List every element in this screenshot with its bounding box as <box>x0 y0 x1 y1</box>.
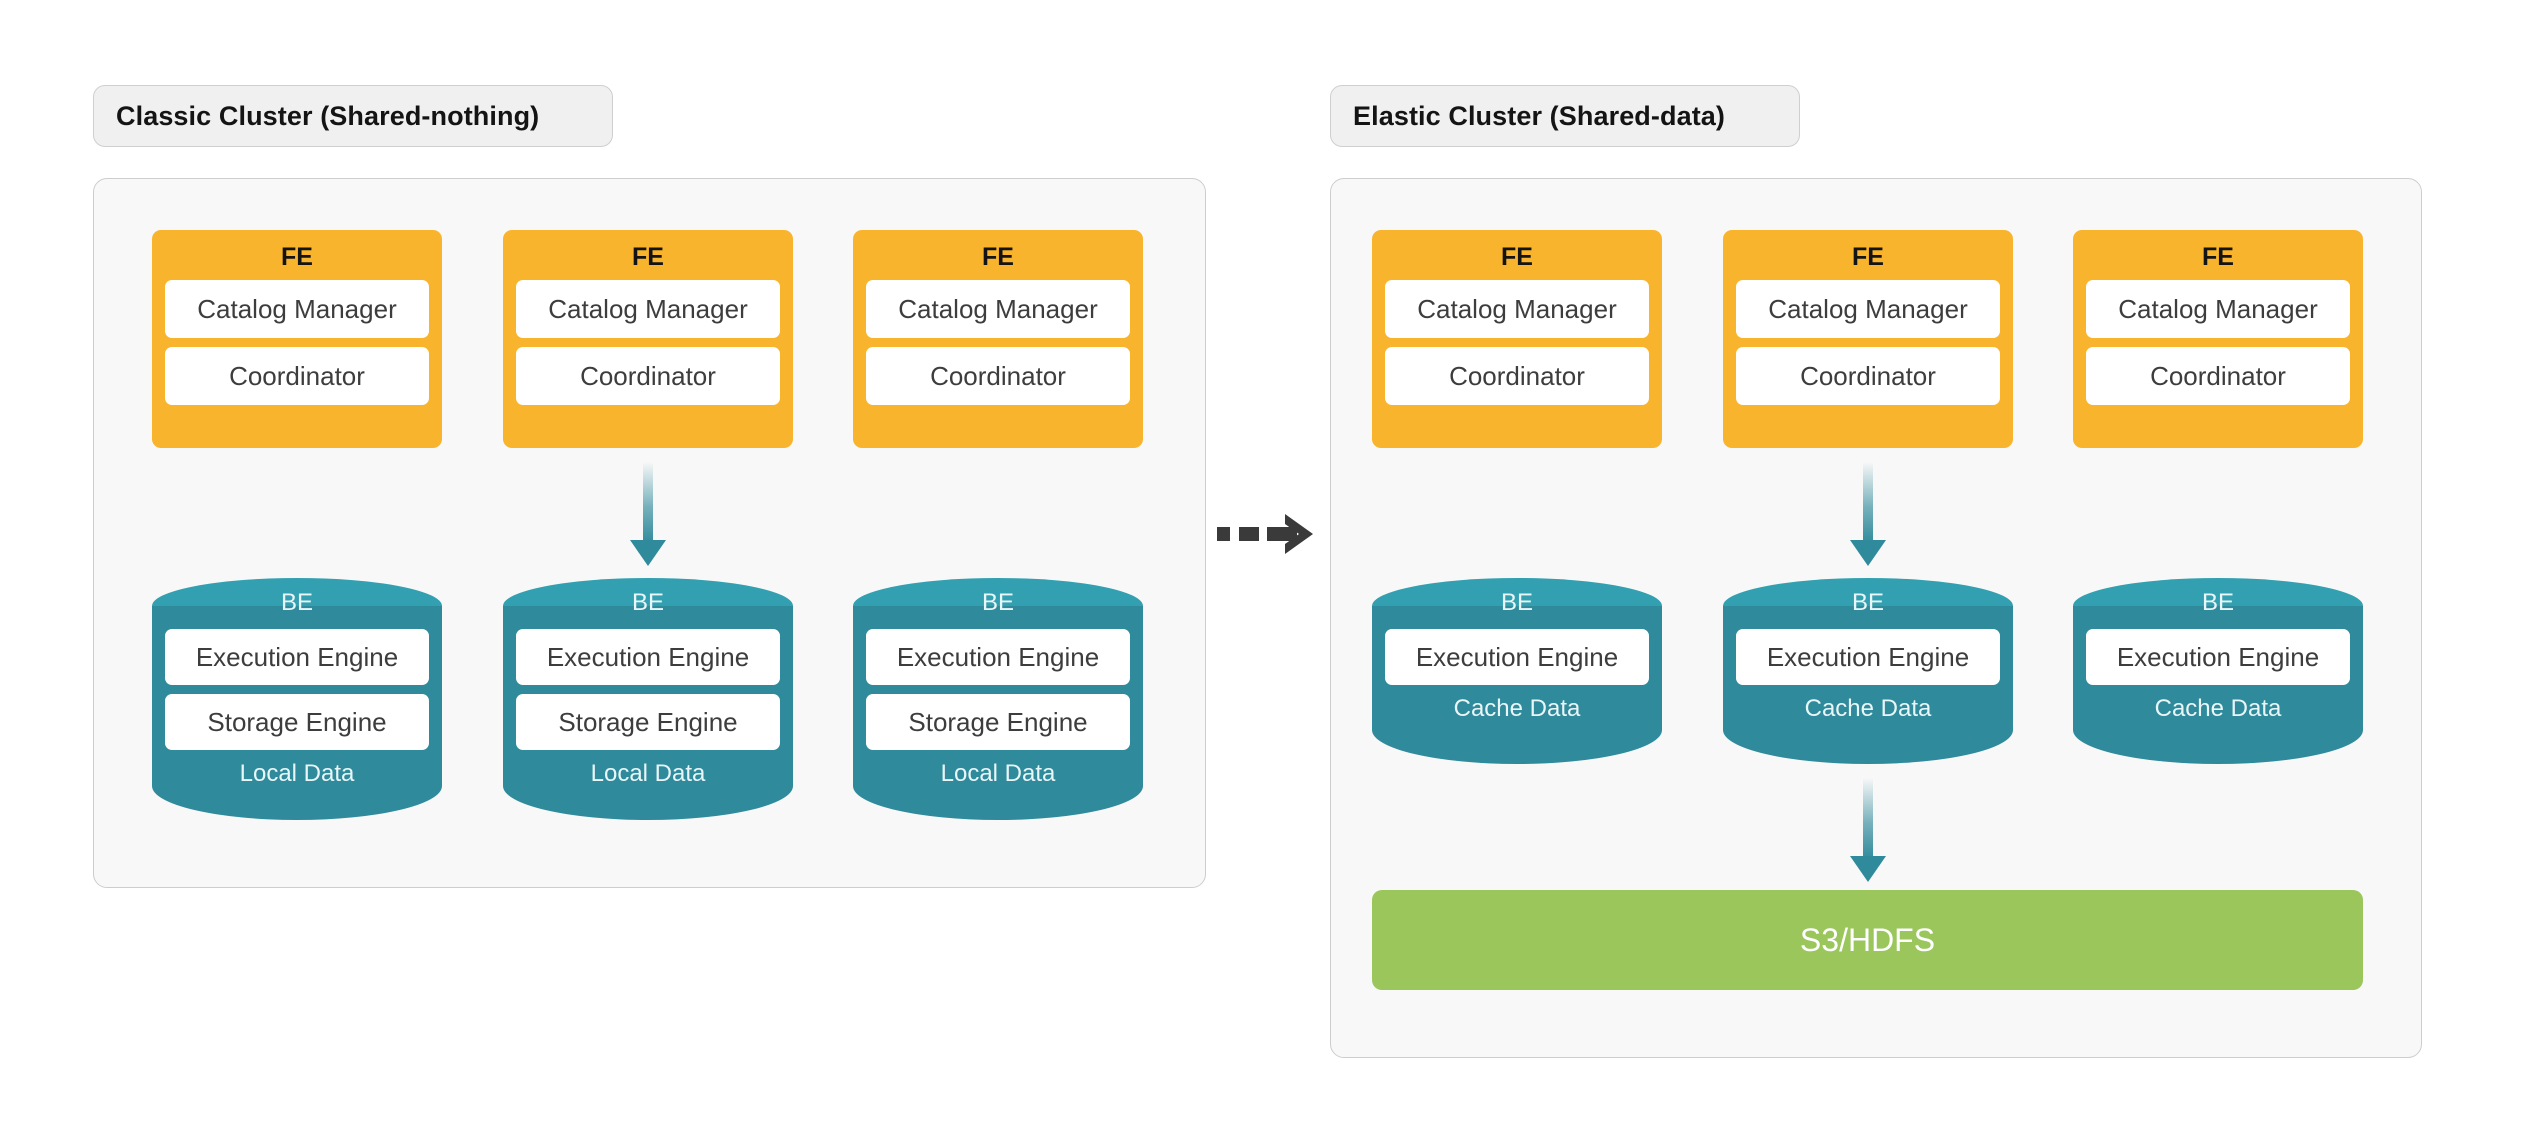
be-content: BE Execution Engine Storage Engine Local… <box>503 578 793 833</box>
storage-engine-slot: Storage Engine <box>866 694 1130 750</box>
classic-fe-node-3[interactable]: FE Catalog Manager Coordinator <box>853 230 1143 448</box>
storage-engine-slot: Storage Engine <box>165 694 429 750</box>
elastic-fe-to-be-arrow <box>1850 462 1886 566</box>
coordinator-slot: Coordinator <box>165 347 429 405</box>
coordinator-slot: Coordinator <box>2086 347 2350 405</box>
classic-be-node-3[interactable]: BE Execution Engine Storage Engine Local… <box>853 578 1143 833</box>
catalog-manager-slot: Catalog Manager <box>2086 280 2350 338</box>
catalog-manager-slot: Catalog Manager <box>516 280 780 338</box>
fe-label: FE <box>1852 243 1884 271</box>
be-label: BE <box>631 589 664 616</box>
classic-cluster-title: Classic Cluster (Shared-nothing) <box>116 100 540 131</box>
classic-fe-to-be-arrow <box>630 462 666 566</box>
catalog-manager-slot: Catalog Manager <box>1385 280 1649 338</box>
local-data-label: Local Data <box>239 760 355 787</box>
classic-cluster-title-badge: Classic Cluster (Shared-nothing) <box>93 85 613 147</box>
classic-fe-node-1[interactable]: FE Catalog Manager Coordinator <box>152 230 442 448</box>
cache-data-label: Cache Data <box>1453 695 1581 722</box>
execution-engine-slot: Execution Engine <box>165 629 429 685</box>
fe-label: FE <box>632 243 664 271</box>
catalog-manager-slot: Catalog Manager <box>1736 280 2000 338</box>
elastic-be-to-storage-arrow <box>1850 778 1886 882</box>
classic-fe-node-2[interactable]: FE Catalog Manager Coordinator <box>503 230 793 448</box>
be-label: BE <box>1500 589 1533 616</box>
execution-engine-slot: Execution Engine <box>866 629 1130 685</box>
fe-label: FE <box>982 243 1014 271</box>
elastic-fe-node-1[interactable]: FE Catalog Manager Coordinator <box>1372 230 1662 448</box>
coordinator-slot: Coordinator <box>866 347 1130 405</box>
fe-label: FE <box>1501 243 1533 271</box>
s3-hdfs-storage-bar[interactable]: S3/HDFS <box>1372 890 2363 990</box>
cache-data-label: Cache Data <box>2154 695 2282 722</box>
execution-engine-slot: Execution Engine <box>1385 629 1649 685</box>
catalog-manager-slot: Catalog Manager <box>866 280 1130 338</box>
be-content: BE Execution Engine Cache Data <box>1723 578 2013 775</box>
fe-label: FE <box>2202 243 2234 271</box>
cache-data-label: Cache Data <box>1804 695 1932 722</box>
cluster-transition-arrow-icon <box>1217 514 1313 554</box>
be-label: BE <box>2201 589 2234 616</box>
coordinator-slot: Coordinator <box>516 347 780 405</box>
classic-be-node-2[interactable]: BE Execution Engine Storage Engine Local… <box>503 578 793 833</box>
elastic-cluster-title-badge: Elastic Cluster (Shared-data) <box>1330 85 1800 147</box>
be-content: BE Execution Engine Storage Engine Local… <box>853 578 1143 833</box>
local-data-label: Local Data <box>590 760 706 787</box>
catalog-manager-slot: Catalog Manager <box>165 280 429 338</box>
fe-label: FE <box>281 243 313 271</box>
classic-be-node-1[interactable]: BE Execution Engine Storage Engine Local… <box>152 578 442 833</box>
elastic-be-node-1[interactable]: BE Execution Engine Cache Data <box>1372 578 1662 775</box>
elastic-fe-node-2[interactable]: FE Catalog Manager Coordinator <box>1723 230 2013 448</box>
elastic-be-node-2[interactable]: BE Execution Engine Cache Data <box>1723 578 2013 775</box>
be-content: BE Execution Engine Cache Data <box>2073 578 2363 775</box>
storage-engine-slot: Storage Engine <box>516 694 780 750</box>
be-content: BE Execution Engine Storage Engine Local… <box>152 578 442 833</box>
be-label: BE <box>280 589 313 616</box>
execution-engine-slot: Execution Engine <box>1736 629 2000 685</box>
execution-engine-slot: Execution Engine <box>516 629 780 685</box>
execution-engine-slot: Execution Engine <box>2086 629 2350 685</box>
local-data-label: Local Data <box>940 760 1056 787</box>
storage-label: S3/HDFS <box>1799 921 1936 958</box>
be-label: BE <box>1851 589 1884 616</box>
be-label: BE <box>981 589 1014 616</box>
elastic-fe-node-3[interactable]: FE Catalog Manager Coordinator <box>2073 230 2363 448</box>
elastic-cluster-title: Elastic Cluster (Shared-data) <box>1353 100 1726 131</box>
coordinator-slot: Coordinator <box>1736 347 2000 405</box>
be-content: BE Execution Engine Cache Data <box>1372 578 1662 775</box>
coordinator-slot: Coordinator <box>1385 347 1649 405</box>
elastic-be-node-3[interactable]: BE Execution Engine Cache Data <box>2073 578 2363 775</box>
